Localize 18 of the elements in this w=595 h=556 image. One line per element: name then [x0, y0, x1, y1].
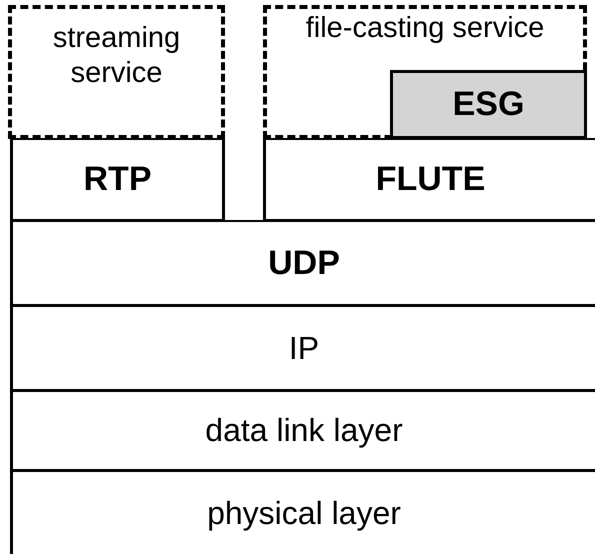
protocol-layer-box [10, 220, 595, 306]
layer-label: RTP [84, 159, 152, 200]
protocol-layer-box [10, 470, 595, 554]
layer-label: UDP [268, 242, 340, 284]
layer-label: file-casting service [306, 11, 544, 46]
protocol-layer-box [10, 305, 595, 391]
protocol-layer-box [10, 138, 225, 221]
service-box [263, 5, 587, 139]
layer-label: ESG [452, 84, 524, 125]
layer-label: data link layer [205, 411, 403, 450]
esg-box [390, 70, 587, 139]
layer-label: IP [288, 328, 320, 368]
layer-label: physical layer [207, 494, 401, 532]
service-box [8, 5, 225, 139]
protocol-layer-box [10, 390, 595, 471]
layer-label: streaming service [52, 21, 182, 91]
layer-label: FLUTE [376, 159, 486, 200]
protocol-layer-box [263, 138, 595, 221]
